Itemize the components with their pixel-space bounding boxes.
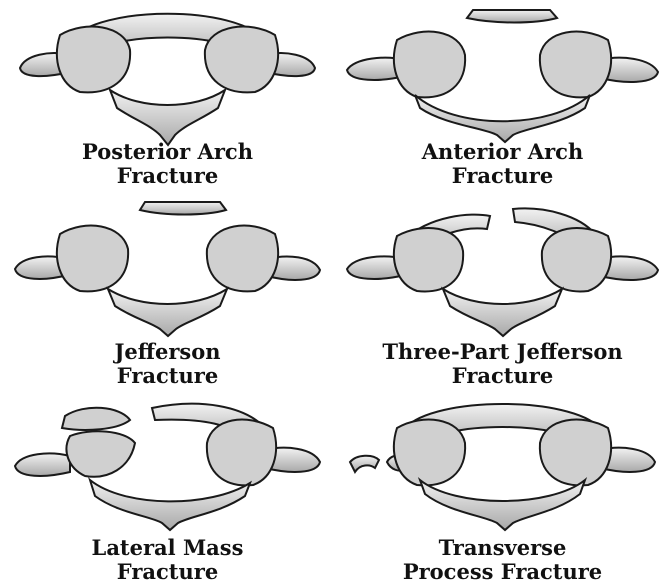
figure-anterior-arch: Anterior Arch Fracture — [335, 0, 670, 194]
figure-caption: Posterior Arch Fracture — [0, 140, 335, 188]
vertebra-anterior-arch-illustration — [335, 0, 670, 150]
figure-caption: Jefferson Fracture — [0, 340, 335, 388]
caption-line-1: Lateral Mass — [0, 536, 335, 560]
figure-jefferson: Jefferson Fracture — [0, 194, 335, 388]
caption-line-1: Anterior Arch — [335, 140, 670, 164]
figure-three-part-jefferson: Three-Part Jefferson Fracture — [335, 194, 670, 388]
vertebra-transverse-process-illustration — [335, 388, 670, 538]
caption-line-2: Fracture — [0, 164, 335, 188]
caption-line-2: Fracture — [335, 364, 670, 388]
caption-line-1: Posterior Arch — [0, 140, 335, 164]
vertebra-lateral-mass-illustration — [0, 388, 335, 538]
vertebra-jefferson-illustration — [0, 194, 335, 344]
vertebra-posterior-arch-illustration — [0, 0, 335, 150]
caption-line-1: Three-Part Jefferson — [335, 340, 670, 364]
caption-line-2: Fracture — [0, 364, 335, 388]
figure-caption: Lateral Mass Fracture — [0, 536, 335, 584]
caption-line-2: Fracture — [0, 560, 335, 584]
figure-caption: Transverse Process Fracture — [335, 536, 670, 584]
caption-line-2: Process Fracture — [335, 560, 670, 584]
figure-lateral-mass: Lateral Mass Fracture — [0, 388, 335, 582]
vertebra-three-part-jefferson-illustration — [335, 194, 670, 344]
figure-transverse-process: Transverse Process Fracture — [335, 388, 670, 582]
caption-line-2: Fracture — [335, 164, 670, 188]
caption-line-1: Transverse — [335, 536, 670, 560]
caption-line-1: Jefferson — [0, 340, 335, 364]
figure-caption: Three-Part Jefferson Fracture — [335, 340, 670, 388]
figure-posterior-arch: Posterior Arch Fracture — [0, 0, 335, 194]
figure-caption: Anterior Arch Fracture — [335, 140, 670, 188]
